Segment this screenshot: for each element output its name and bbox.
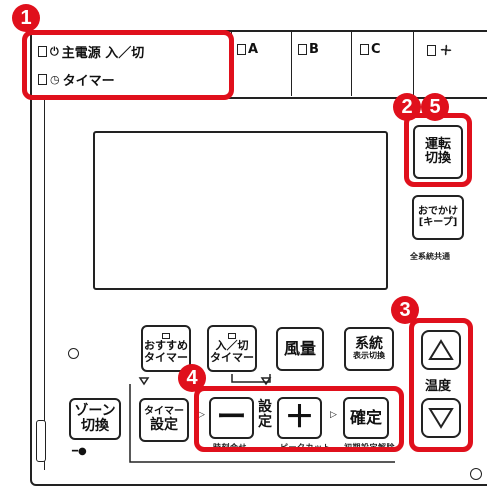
top-indicator-strip (30, 30, 487, 100)
arrow-icon: ▷ (198, 410, 205, 420)
callout-badge-2: 2 (393, 93, 421, 121)
recommended-timer-line1: おすすめ (144, 339, 188, 353)
recommended-timer-line2: タイマー (144, 351, 188, 364)
system-display-button[interactable]: 系統 表示切換 (344, 327, 394, 371)
status-led (68, 348, 79, 359)
run-switch-label-line2: 切換 (424, 151, 451, 166)
zone-indicator-a: A (237, 42, 258, 57)
indicator-lamp (38, 74, 47, 85)
plus-button[interactable]: ＋ (277, 397, 322, 439)
zone-indicator-c: C (360, 42, 381, 57)
minus-button[interactable]: ー (209, 397, 254, 439)
away-keep-label-line2: [キープ] (418, 216, 458, 228)
fan-speed-button[interactable]: 風量 (276, 327, 324, 371)
temp-down-button[interactable] (421, 398, 461, 438)
highlight-box-4 (194, 386, 404, 452)
all-systems-caption: 全系統共通 (410, 252, 450, 261)
timer-label: タイマー (62, 74, 115, 89)
lcd-screen (93, 131, 388, 290)
confirm-button[interactable]: 確定 (343, 397, 389, 439)
confirm-label: 確定 (349, 407, 382, 427)
indicator-lamp (298, 44, 307, 55)
recommended-timer-button[interactable]: おすすめ タイマー (141, 325, 191, 372)
divider (291, 30, 292, 96)
system-display-line2: 表示切換 (353, 351, 385, 361)
minus-label: ー (216, 400, 247, 436)
system-display-line1: 系統 (355, 336, 383, 353)
triangle-down-icon (428, 408, 454, 429)
screw-hole (470, 468, 482, 480)
clock-icon: ◷ (50, 73, 60, 86)
onoff-timer-line1: 入／切 (215, 339, 249, 353)
zone-label: A (248, 42, 259, 57)
key-icon: ━● (72, 446, 87, 457)
temperature-label: 温度 (425, 379, 452, 394)
indicator-lamp (162, 333, 170, 340)
zone-label: B (309, 42, 319, 57)
highlight-box-1 (22, 30, 234, 100)
fan-icon (440, 44, 452, 56)
main-power-label: 主電源 入／切 (61, 46, 145, 61)
run-switch-label-line1: 運転 (424, 137, 451, 153)
indicator-lamp (360, 44, 369, 55)
triangle-up-icon (428, 339, 454, 360)
indicator-lamp (237, 44, 246, 55)
timer-setting-line2: 設定 (150, 416, 178, 433)
indicator-lamp (228, 333, 236, 340)
zone-switch-line1: ゾーン (74, 403, 116, 420)
arrow-icon: ▷ (330, 410, 337, 420)
timer-setting-line1: タイマー (144, 406, 184, 418)
zone-switch-button[interactable]: ゾーン 切換 (69, 398, 121, 440)
zone-label: C (371, 42, 381, 57)
highlight-box-3 (409, 318, 473, 452)
temp-up-button[interactable] (421, 330, 461, 370)
zone-indicator-b: B (298, 42, 319, 57)
indicator-lamp (427, 44, 436, 56)
zone-switch-line2: 切換 (81, 418, 109, 434)
run-switch-button[interactable]: 運転 切換 (413, 125, 463, 179)
panel-linework (129, 374, 395, 463)
fan-speed-label: 風量 (283, 338, 316, 358)
main-power-indicator: ⏻ 主電源 入／切 (38, 42, 144, 61)
away-keep-button[interactable]: おでかけ [キープ] (412, 195, 464, 240)
divider (351, 30, 352, 96)
side-latch (36, 420, 46, 462)
onoff-timer-line2: タイマー (210, 351, 254, 364)
callout-badge-3: 3 (391, 296, 419, 324)
power-icon: ⏻ (50, 44, 59, 58)
onoff-timer-button[interactable]: 入／切 タイマー (207, 325, 257, 372)
setting-center-label: 設定 (258, 399, 272, 430)
plus-label: ＋ (284, 400, 315, 436)
divider (413, 30, 414, 96)
timer-setting-button[interactable]: タイマー 設定 (139, 398, 189, 442)
panel-edge (44, 100, 45, 470)
timer-indicator: ◷ タイマー (38, 70, 115, 89)
zone-indicator-fan (427, 42, 454, 58)
away-keep-label-line1: おでかけ (418, 206, 458, 217)
highlight-box-2-5 (404, 113, 472, 187)
callout-badge-1: 1 (12, 4, 40, 32)
indicator-lamp (38, 46, 47, 57)
callout-badge-5: 5 (421, 93, 449, 121)
callout-badge-4: 4 (178, 364, 206, 392)
